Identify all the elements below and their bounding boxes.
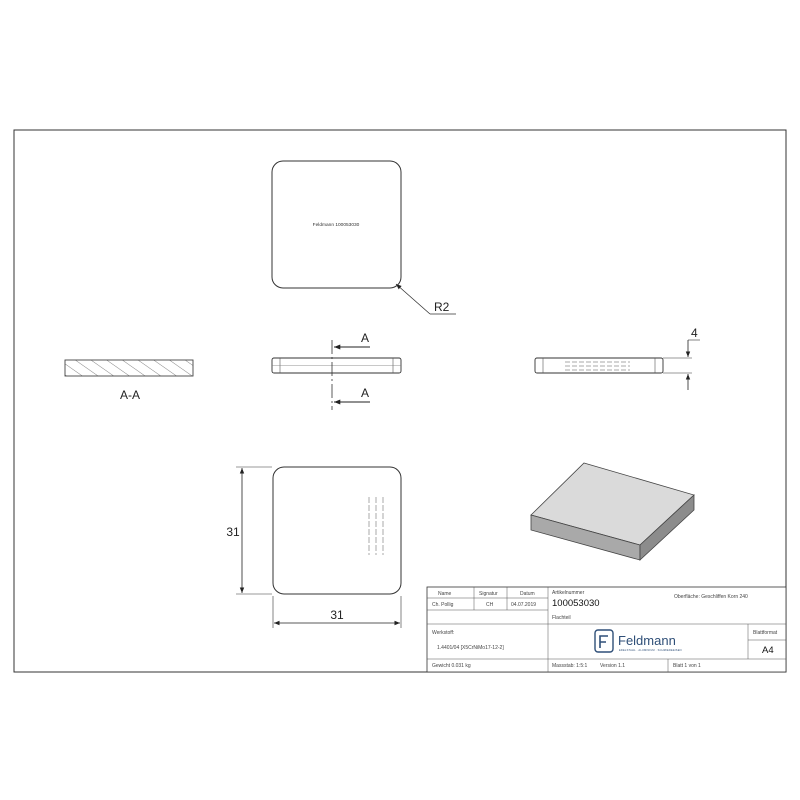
feldmann-logo: Feldmann EDELSTAHL · ALUMINIUM · SCHMIED… (594, 629, 682, 653)
section-a-a-view: A-A (64, 359, 194, 402)
isometric-view (530, 462, 695, 561)
header-name: Name (438, 591, 452, 597)
drawn-by-name: Ch. Pollig (432, 602, 454, 608)
header-date: Datum (520, 591, 535, 597)
drawing-frame (13, 129, 787, 673)
logo-text: Feldmann (618, 633, 676, 648)
title-block: Name Signatur Datum Ch. Pollig CH 04.07.… (426, 586, 787, 673)
sheet-format-label: Blattformat (753, 630, 778, 636)
version: Version 1.1 (600, 663, 625, 669)
section-label: A-A (120, 388, 140, 402)
header-signature: Signatur (479, 591, 498, 597)
section-marker-bottom: A (361, 386, 369, 400)
part-name: Flachteil (552, 615, 571, 621)
side-view: 4 (534, 326, 700, 390)
radius-label: R2 (434, 300, 450, 314)
sheet-number: Blatt 1 von 1 (673, 663, 701, 669)
material-label: Werkstoff: (432, 630, 454, 636)
drawn-by-signature: CH (486, 602, 494, 608)
surface-finish: Oberfläche: Geschliffen Korn 240 (674, 594, 748, 600)
article-number-label: Artikelnummer (552, 590, 585, 596)
scale: Massstab: 1:5:1 (552, 663, 588, 669)
section-marker-top: A (361, 331, 369, 345)
thickness-dimension: 4 (691, 326, 698, 340)
weight: Gewicht 0.031 kg (432, 663, 471, 669)
drawn-date: 04.07.2019 (511, 602, 536, 608)
top-view: Feldmann 100053030 R2 (271, 160, 456, 315)
engraving-text: Feldmann 100053030 (313, 222, 360, 228)
article-number: 100053030 (552, 598, 600, 609)
logo-tagline: EDELSTAHL · ALUMINIUM · SCHMIEDEEISEN (619, 648, 682, 652)
front-view: A A (271, 331, 402, 410)
sheet-format: A4 (762, 645, 774, 656)
width-dimension: 31 (330, 608, 344, 622)
material: 1.4401/04 [X5CrNiMo17-12-2] (437, 645, 504, 651)
height-dimension: 31 (226, 525, 240, 539)
bottom-view: 31 31 (226, 466, 402, 628)
